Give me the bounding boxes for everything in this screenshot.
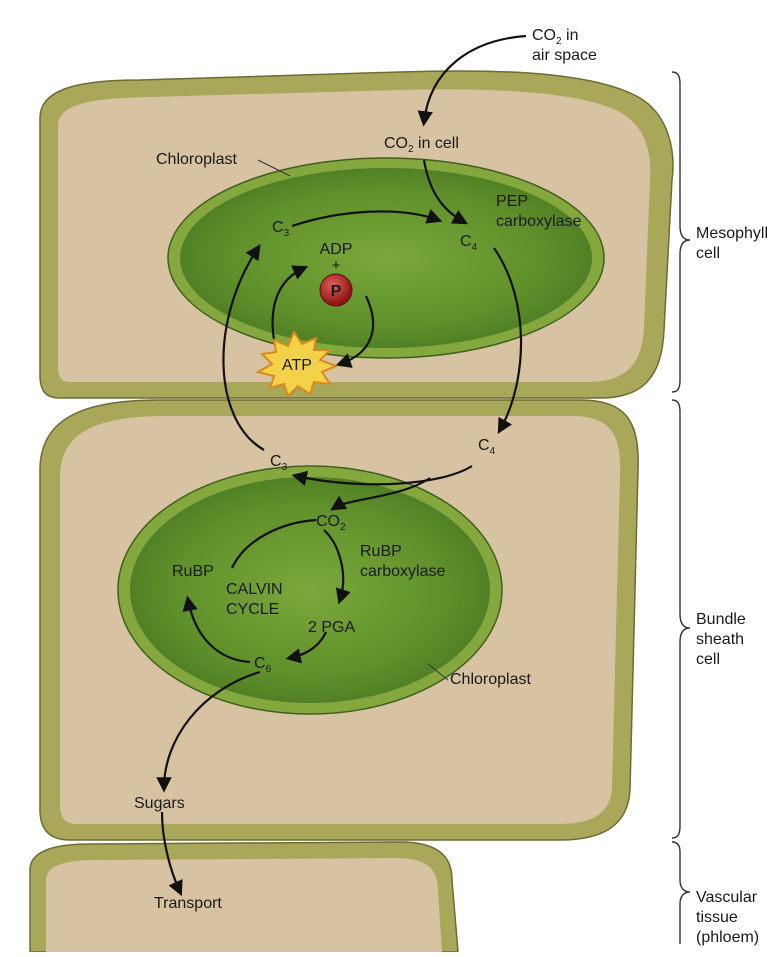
atp-label: ATP: [282, 357, 312, 374]
carboxylase-label: carboxylase: [496, 213, 581, 230]
vascular-bracket: [672, 842, 690, 944]
rubp-label: RuBP: [172, 563, 214, 580]
vascular-label: Vascular: [696, 889, 758, 906]
bundle-label: Bundle: [696, 611, 746, 628]
mesophyll-bracket: [672, 72, 690, 392]
pep-label: PEP: [496, 193, 528, 210]
region-brackets: [672, 72, 690, 944]
mesophyll-chloroplast: [168, 158, 604, 358]
phosphate-label: P: [331, 283, 342, 300]
rubp-carboxylase-line1: RuBP: [360, 543, 402, 560]
bundle-cell-label: cell: [696, 651, 720, 668]
cycle-label: CYCLE: [226, 601, 279, 618]
chloroplast-bottom-label: Chloroplast: [450, 671, 531, 688]
bundle-bracket: [672, 400, 690, 838]
plus-label: +: [332, 257, 341, 274]
phloem-label: (phloem): [696, 929, 759, 946]
rubp-carboxylase-line2: carboxylase: [360, 563, 445, 580]
transport-label: Transport: [154, 895, 222, 912]
sugars-label: Sugars: [134, 795, 185, 812]
air-space-label: air space: [532, 47, 597, 64]
adp-label: ADP: [320, 241, 353, 258]
vascular-tissue: [30, 842, 458, 952]
phosphate-icon: P: [320, 274, 352, 306]
co2-air-label: CO2 in: [532, 27, 578, 47]
calvin-label: CALVIN: [226, 581, 283, 598]
sheath-label: sheath: [696, 631, 744, 648]
region-labels: Mesophyll cell Bundle sheath cell Vascul…: [696, 225, 768, 946]
chloroplast-top-label: Chloroplast: [156, 151, 237, 168]
mesophyll-label: Mesophyll: [696, 225, 768, 242]
mesophyll-cell-label: cell: [696, 245, 720, 262]
pga-label: 2 PGA: [308, 619, 355, 636]
tissue-label: tissue: [696, 909, 738, 926]
